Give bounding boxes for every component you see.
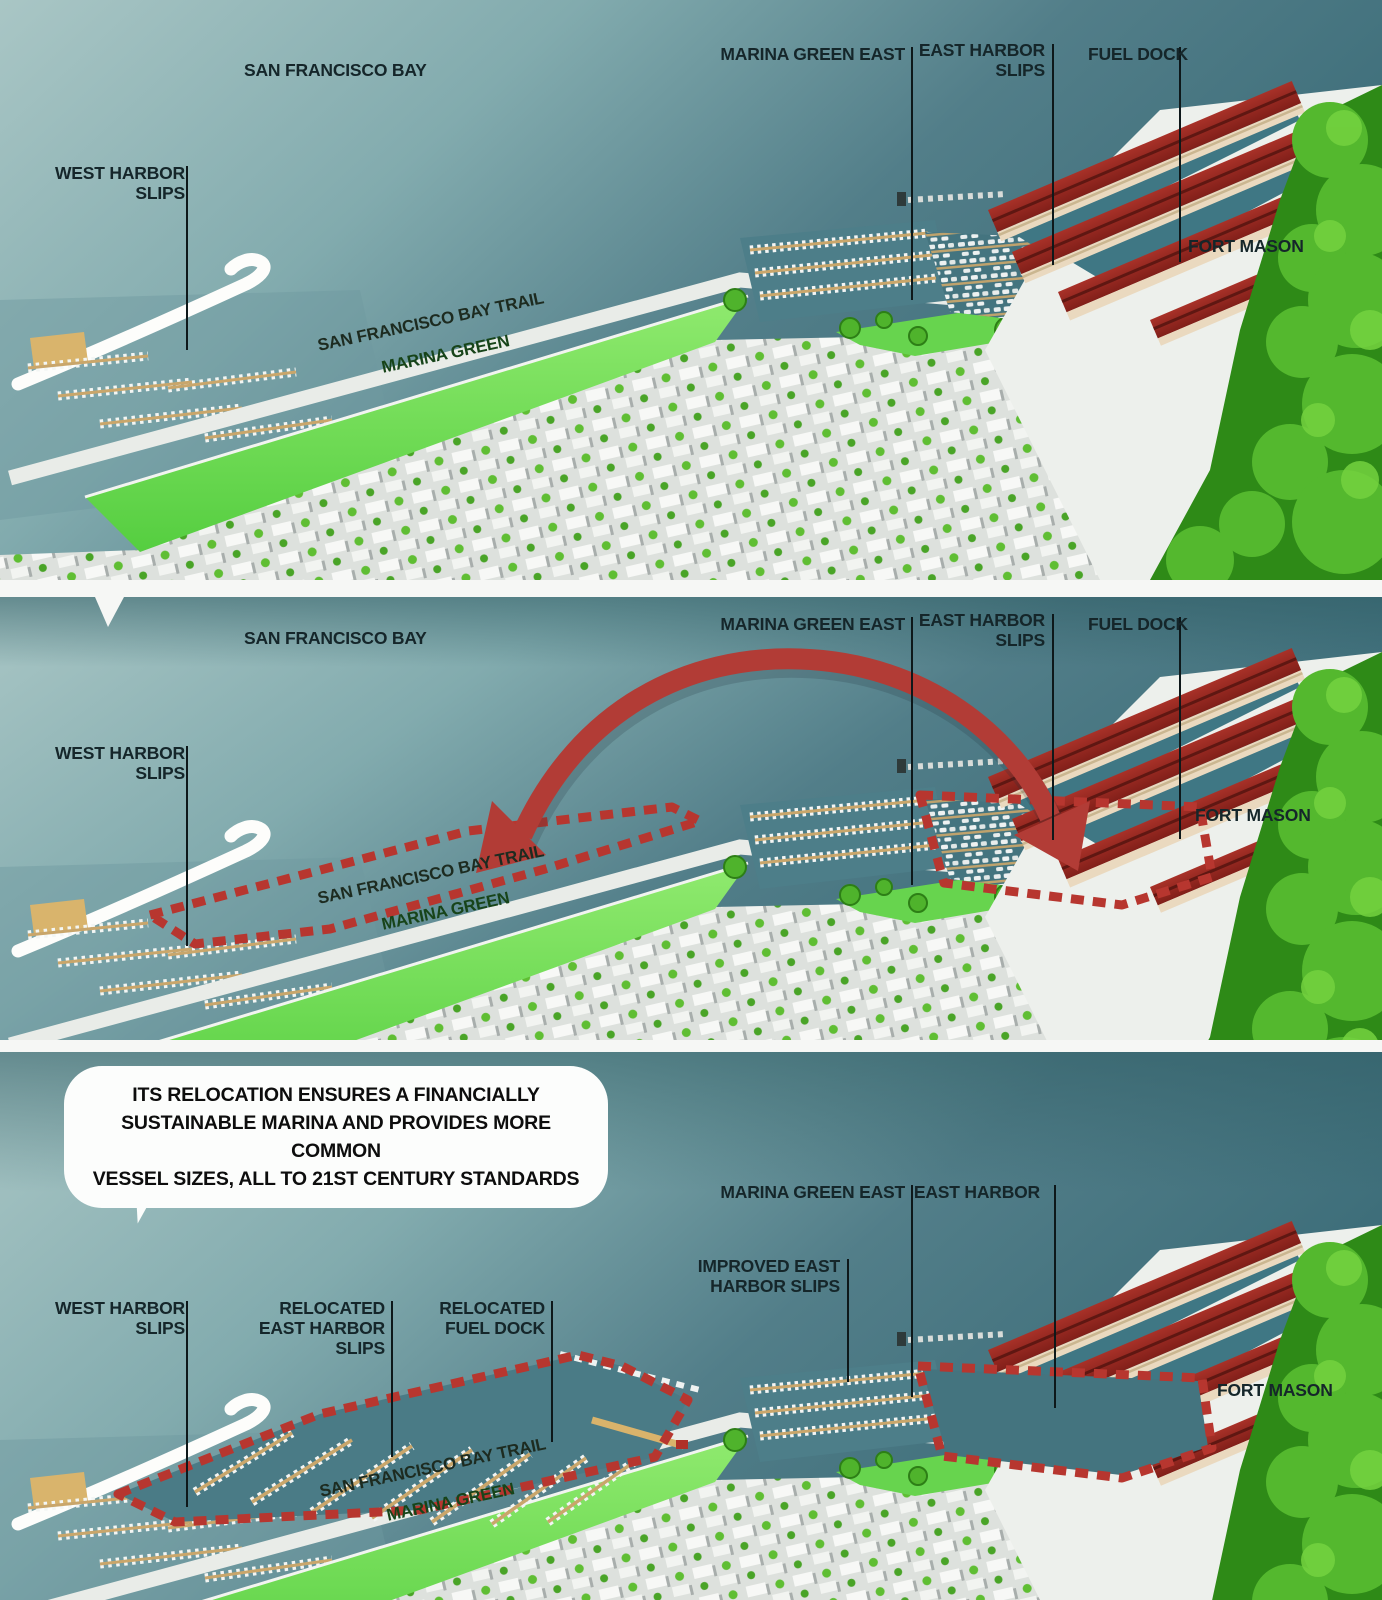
marina-green-east-label: MARINA GREEN EAST <box>720 614 905 634</box>
panel-relocation-move: SAN FRANCISCO BAY WEST HARBOR SLIPS MARI… <box>0 597 1382 1040</box>
leader-line <box>911 47 913 300</box>
relocated-fuel-dock-boat <box>676 1440 688 1449</box>
new-breakwater <box>559 1351 701 1393</box>
leader-line <box>186 166 188 350</box>
west-harbor-slips-label: WEST HARBOR SLIPS <box>54 163 185 203</box>
leader-line <box>1054 1185 1056 1408</box>
west-harbor-slips-label: WEST HARBOR SLIPS <box>54 1298 185 1338</box>
bay-label: SAN FRANCISCO BAY <box>244 628 427 648</box>
speech-bubble-tail-remnant <box>95 597 124 627</box>
marina-illustration-2 <box>0 597 1382 1040</box>
fort-mason-label: FORT MASON <box>1217 1380 1333 1400</box>
west-harbor-slips-label: WEST HARBOR SLIPS <box>54 743 185 783</box>
leader-line <box>1052 44 1054 265</box>
relocation-overlay <box>95 597 1217 949</box>
relocation-arrow <box>512 648 1060 840</box>
fort-mason-label: FORT MASON <box>1188 236 1304 256</box>
leader-line <box>391 1301 393 1457</box>
relocated-marina-outline <box>113 1350 693 1527</box>
fuel-dock-label: FUEL DOCK <box>1088 614 1188 634</box>
leader-line <box>1052 614 1054 840</box>
panel-existing-conditions: SAN FRANCISCO BAY WEST HARBOR SLIPS MARI… <box>0 0 1382 580</box>
leader-line <box>911 1185 913 1397</box>
panel-proposed-conditions: ITS RELOCATION ENSURES A FINANCIALLY SUS… <box>0 1052 1382 1600</box>
marina-illustration-1 <box>0 0 1382 580</box>
east-harbor-outline <box>913 1361 1217 1483</box>
leader-line <box>1179 617 1181 839</box>
leader-line <box>186 1301 188 1507</box>
improved-east-harbor-slips-label: IMPROVED EAST HARBOR SLIPS <box>697 1256 840 1296</box>
emptied-east-basin <box>922 1369 1208 1475</box>
marina-green-east-label: MARINA GREEN EAST <box>720 44 905 64</box>
speech-bubble: ITS RELOCATION ENSURES A FINANCIALLY SUS… <box>64 1066 608 1208</box>
leader-line <box>1179 47 1181 262</box>
marina-green-east-label: MARINA GREEN EAST <box>720 1182 905 1202</box>
fort-mason-label: FORT MASON <box>1195 805 1311 825</box>
relocated-fuel-dock-label: RELOCATED FUEL DOCK <box>439 1298 545 1338</box>
east-harbor-slips-label: EAST HARBOR SLIPS <box>918 40 1045 80</box>
east-harbor-slips-label: EAST HARBOR SLIPS <box>918 610 1045 650</box>
fuel-dock-label: FUEL DOCK <box>1088 44 1188 64</box>
east-harbor-label: EAST HARBOR <box>913 1182 1040 1202</box>
bay-label: SAN FRANCISCO BAY <box>244 60 427 80</box>
east-harbor-outline <box>915 790 1217 910</box>
relocation-arrowhead-west <box>476 801 546 873</box>
leader-line <box>551 1301 553 1442</box>
leader-line <box>186 746 188 946</box>
proposed-overlay <box>113 1350 1217 1528</box>
relocated-east-harbor-slips-label: RELOCATED EAST HARBOR SLIPS <box>258 1298 385 1358</box>
leader-line <box>911 617 913 885</box>
leader-line <box>847 1259 849 1382</box>
